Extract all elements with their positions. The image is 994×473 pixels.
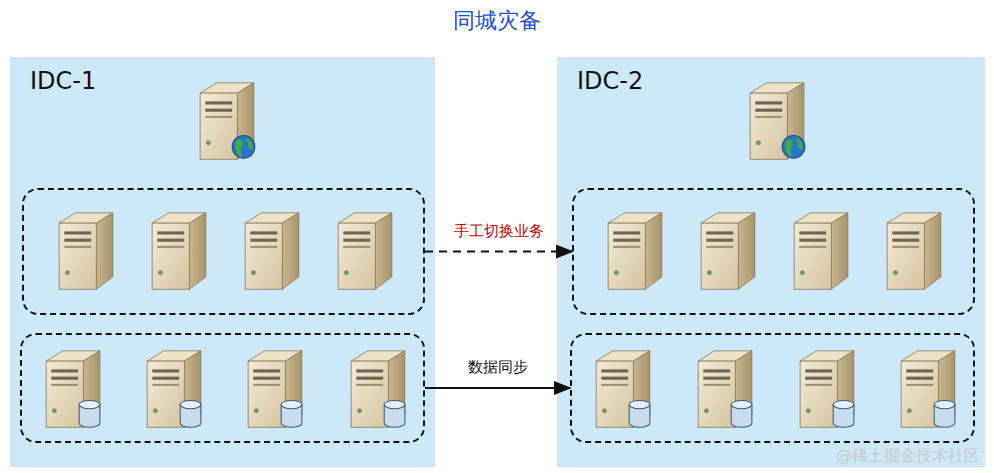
dashed-arrow <box>425 251 572 253</box>
solid-arrow <box>425 387 570 389</box>
db-server-icon <box>248 351 302 427</box>
db-server-icon <box>351 351 405 427</box>
app-server-icon <box>59 213 113 289</box>
app-server-icon <box>887 213 941 289</box>
idc-zone: IDC-1 <box>10 57 435 467</box>
db-server-group <box>20 333 425 443</box>
app-server-icon <box>701 213 755 289</box>
db-server-icon <box>46 351 100 427</box>
watermark: @稀土掘金技术社区 <box>836 446 980 467</box>
db-server-group <box>570 333 975 443</box>
edge-label: 数据同步 <box>468 358 528 377</box>
app-server-icon <box>608 213 662 289</box>
app-server-icon <box>794 213 848 289</box>
app-server-group <box>22 188 425 315</box>
web-server-icon <box>750 83 805 159</box>
db-server-icon <box>901 351 955 427</box>
db-server-icon <box>147 351 201 427</box>
db-server-icon <box>800 351 854 427</box>
diagram-title: 同城灾备 <box>0 6 994 36</box>
db-server-icon <box>698 351 752 427</box>
zone-label: IDC-2 <box>577 67 643 95</box>
web-server-icon <box>200 83 255 159</box>
db-server-icon <box>596 351 650 427</box>
app-server-group <box>572 188 975 315</box>
app-server-icon <box>152 213 206 289</box>
app-server-icon <box>338 213 392 289</box>
zone-label: IDC-1 <box>30 67 96 95</box>
app-server-icon <box>245 213 299 289</box>
edge-label: 手工切换业务 <box>454 222 544 241</box>
idc-zone: IDC-2 <box>557 57 985 467</box>
